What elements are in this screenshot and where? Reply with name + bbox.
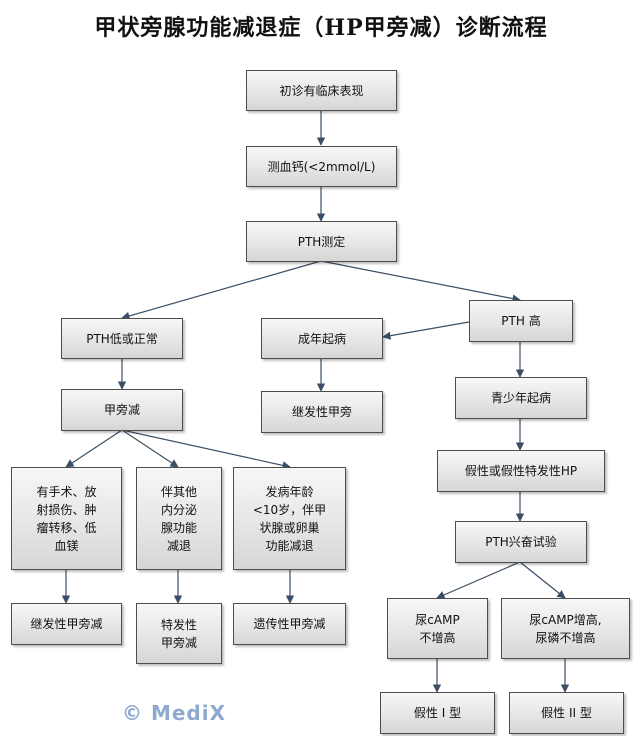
node-pseudo-hypoparathyroidism: 假性或假性特发性HP: [437, 450, 605, 492]
copyright-watermark: © MediX: [122, 701, 227, 725]
node-pseudo-type-2: 假性 II 型: [509, 692, 624, 734]
node-youth-onset: 青少年起病: [455, 377, 587, 419]
node-initial-presentation: 初诊有临床表现: [246, 70, 397, 111]
arrow-stim-to-camp-no: [436, 561, 521, 599]
diagram-title: 甲状旁腺功能减退症（HP甲旁减）诊断流程: [94, 15, 548, 41]
node-secondary-adult: 继发性甲旁: [261, 391, 383, 433]
arrow-hypopara-to-surgery: [65, 429, 123, 468]
node-pth-measurement: PTH测定: [246, 221, 397, 262]
arrow-hypopara-to-endocrine: [121, 429, 179, 468]
arrow-pth-to-high: [320, 260, 521, 303]
node-serum-calcium: 测血钙(<2mmol/L): [246, 146, 397, 187]
node-cause-family: 发病年龄 <10岁，伴甲 状腺或卵巢 功能减退: [233, 467, 346, 570]
node-cause-endocrine: 伴其他 内分泌 腺功能 减退: [136, 467, 222, 570]
arrow-pth-to-low: [121, 260, 322, 320]
node-cause-surgery: 有手术、放 射损伤、肿 瘤转移、低 血镁: [11, 467, 122, 570]
arrow-hypopara-to-family: [121, 429, 291, 470]
node-pth-low-or-normal: PTH低或正常: [61, 318, 183, 359]
node-pth-stimulation-test: PTH兴奋试验: [455, 521, 587, 563]
node-hereditary-hypoparathyroidism: 遗传性甲旁减: [233, 603, 346, 645]
node-pseudo-type-1: 假性 I 型: [380, 692, 495, 734]
arrow-stim-to-camp-yes: [519, 561, 566, 599]
node-secondary-hypoparathyroidism: 继发性甲旁减: [11, 603, 122, 645]
node-hypoparathyroidism: 甲旁减: [61, 389, 183, 431]
node-idiopathic-hypoparathyroidism: 特发性 甲旁减: [136, 603, 222, 664]
node-pth-high: PTH 高: [469, 300, 573, 342]
node-adult-onset: 成年起病: [261, 318, 383, 359]
node-camp-increased: 尿cAMP增高, 尿磷不增高: [501, 598, 630, 659]
arrow-high-to-adult: [382, 321, 470, 340]
node-camp-not-increased: 尿cAMP 不增高: [387, 598, 488, 659]
